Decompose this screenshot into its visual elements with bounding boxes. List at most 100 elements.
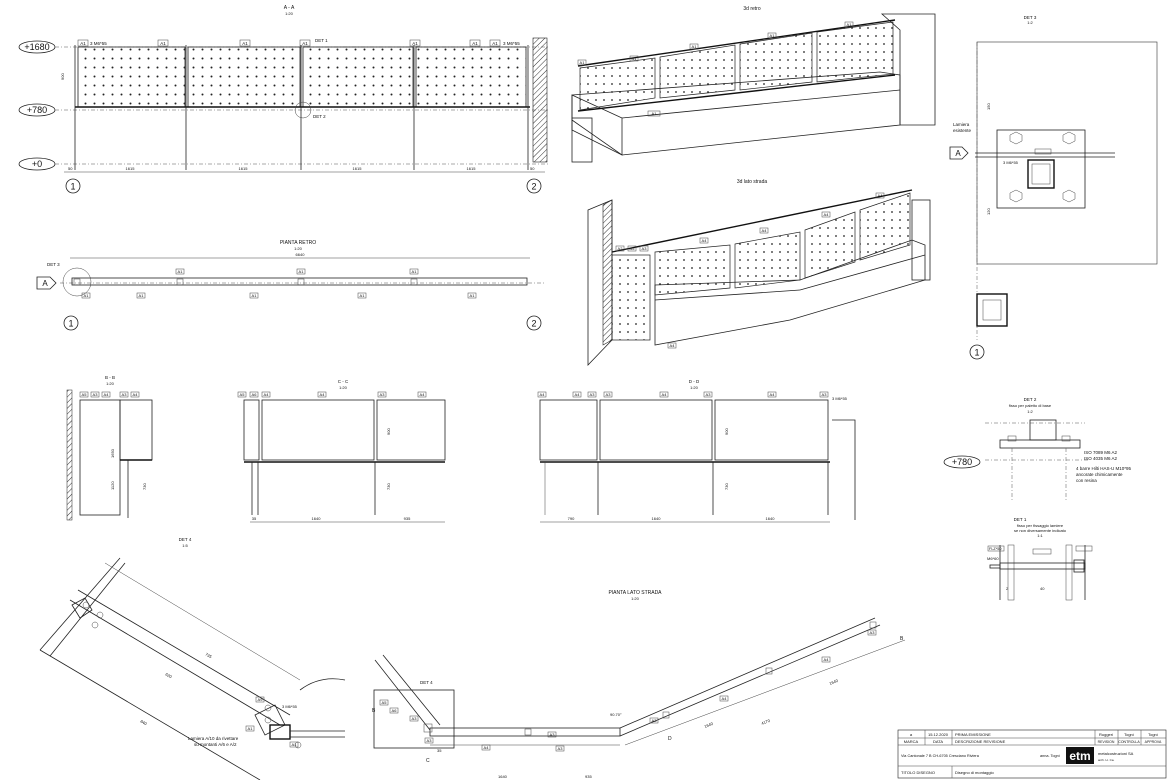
svg-text:B: B	[372, 708, 376, 714]
svg-text:A1: A1	[412, 269, 418, 274]
level-mid-label: +780	[27, 105, 47, 115]
svg-text:A1: A1	[139, 293, 145, 298]
det4-title: DET 4	[179, 537, 192, 542]
svg-text:A2: A2	[618, 246, 624, 251]
strada-dim-1: 1640	[498, 774, 508, 779]
svg-text:A: A	[42, 279, 48, 288]
aa-screw-label-2: 3 M6*55	[503, 41, 520, 46]
svg-text:A1: A1	[770, 33, 776, 38]
tb-rev-date: 15.12.2020	[928, 732, 949, 737]
level-marker-mid: +780	[18, 103, 550, 117]
tb-col-rev: REVISION	[1098, 740, 1115, 744]
svg-text:A: A	[955, 149, 961, 158]
det3-screw: 3 M6*55	[1003, 160, 1019, 165]
strada-det4-label: DET 4	[420, 680, 433, 685]
det4-screw: 3 M6*55	[282, 704, 298, 709]
det4-dim-2: 620	[165, 672, 174, 680]
det2-scale: 1:2	[1027, 409, 1033, 414]
svg-text:A1: A1	[252, 293, 258, 298]
bb-h2: 1120	[110, 481, 115, 490]
svg-text:A3: A3	[93, 392, 99, 397]
strada-panel-2	[734, 231, 801, 289]
view-3d-retro-title: 3d retro	[743, 6, 760, 12]
svg-text:A4: A4	[702, 238, 708, 243]
aa-panel-1	[77, 46, 186, 108]
tb-titolo-value: Disegno di montaggio	[955, 770, 994, 775]
view-pianta-strada: PIANTA LATO STRADA 1:20 DET 4 90.70° A5 …	[372, 590, 906, 779]
det4-lamiera-1: Lamiera A/10 da rivettare	[188, 736, 239, 741]
svg-text:A4: A4	[575, 392, 581, 397]
det1-flat-label: FLZ*50	[989, 547, 1001, 551]
svg-text:A3: A3	[122, 392, 128, 397]
aa-dim-3: 1615	[353, 166, 363, 171]
view-3d-retro: 3d retro A1 A1 A1 A1 A1 A1	[571, 6, 936, 163]
dd-dim-1: 1640	[652, 516, 662, 521]
aa-panel-3	[302, 46, 414, 108]
dd-h: 730	[724, 483, 729, 490]
det1-dim-2: 40	[1040, 586, 1045, 591]
strada-section-c: C	[426, 758, 430, 764]
svg-text:A3: A3	[590, 392, 596, 397]
svg-text:A4: A4	[484, 745, 490, 750]
aa-height-dim: 900	[60, 73, 65, 80]
det1-title: DET 1	[1014, 517, 1027, 522]
det4-tags: A9 A1 A1	[245, 696, 299, 748]
strada-tags: A2 A5 A3 A4 A4 A4 A4 A4	[615, 192, 885, 349]
bb-title: B - B	[105, 375, 115, 380]
det4-lamiera-2: su montanti A/6 e A/2	[194, 742, 237, 747]
retro-panel-3	[739, 32, 813, 91]
det2-barre: 4 barre Hilti HAS-U M10*95	[1076, 466, 1132, 471]
svg-text:A3: A3	[642, 246, 648, 251]
det3-lamiera-2: esistente	[953, 128, 972, 133]
tb-role: anna. Tognì	[1040, 754, 1060, 758]
view-det3: DET 3 1:2 A Lamiera esistente 3 M6*55 15…	[949, 15, 1158, 360]
det2-ancorate: ancorate chimicamente	[1076, 472, 1123, 477]
bb-scale: 1:20	[106, 381, 115, 386]
strada-dim-0: 35	[437, 748, 442, 753]
svg-text:A1: A1	[292, 742, 298, 747]
det1-screw-label: M6*60	[987, 556, 999, 561]
level-base-label: +0	[32, 159, 42, 169]
level-top-label: +1680	[24, 42, 49, 52]
det1-subtitle1: fisso per fissaggio lamiere	[1017, 523, 1064, 528]
svg-text:A4: A4	[770, 392, 776, 397]
svg-text:A3: A3	[412, 716, 418, 721]
tb-company: metalcostruzioni SA	[1098, 751, 1134, 756]
svg-text:A1: A1	[84, 293, 90, 298]
tb-col-ctrl: CONTROLLA	[1118, 740, 1140, 744]
svg-text:A3: A3	[427, 738, 433, 743]
bb-h1: 1650	[110, 448, 115, 458]
aa-wall	[532, 37, 548, 163]
det2-iso7089: ISO 7089 M6 A2	[1084, 450, 1118, 455]
pianta-section-a: A	[36, 276, 57, 290]
tb-address: Via Cantonale 7 B CH-6705 Cresciano Rivi…	[901, 754, 980, 758]
tb-company-sub: arch. Lt. Ca.	[1098, 758, 1115, 762]
svg-text:A6: A6	[392, 708, 398, 713]
cc-scale: 1:20	[339, 385, 348, 390]
strada-door-panel	[611, 254, 651, 341]
aa-tag-a1-2: A1	[157, 39, 169, 47]
view-dd: D - D 1:20 A4 A4 A3 A3 A4 A3 A4 A3 3 M6*…	[537, 379, 856, 523]
view-aa: A - A 1:20 +1680 +780 +0 A1	[18, 5, 550, 194]
svg-text:A1: A1	[632, 56, 638, 61]
svg-text:A1: A1	[299, 269, 305, 274]
det4-dim-1: 735	[205, 652, 214, 660]
tb-titolo-label: TITOLO DISEGNO	[901, 770, 935, 775]
svg-text:A4: A4	[662, 392, 668, 397]
tb-rev-num: a	[910, 732, 913, 737]
svg-text:A9: A9	[258, 697, 264, 702]
svg-text:A4: A4	[320, 392, 326, 397]
strada-section-d: D	[668, 736, 672, 742]
svg-text:1: 1	[68, 319, 73, 329]
svg-text:A1: A1	[472, 41, 478, 46]
dd-tags: A4 A4 A3 A3 A4 A3 A4 A3	[537, 391, 829, 398]
pianta-axis-2: 2	[526, 315, 542, 331]
svg-text:A4: A4	[824, 212, 830, 217]
strada-section-b: B	[372, 708, 376, 714]
cc-h: 730	[386, 483, 391, 490]
view-det4: DET 4 1:5 735 620 840 3 M6*55 Lamiera A/…	[39, 537, 346, 780]
axis-marker-2: 2	[526, 178, 542, 194]
svg-text:1: 1	[70, 182, 75, 192]
pianta-tags: A1 A1 A1 A1 A1 A1 A1 A1	[81, 268, 477, 299]
tb-col-appr: APPROVA	[1145, 740, 1162, 744]
